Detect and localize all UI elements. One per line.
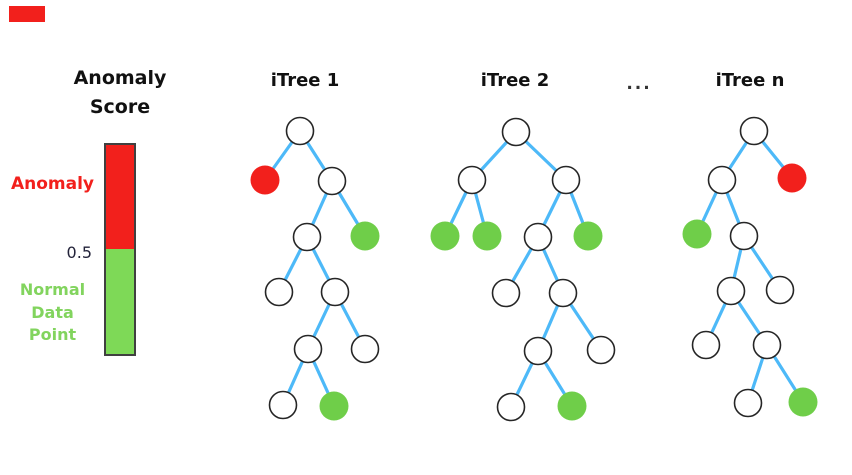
tree-2-node-normal bbox=[557, 391, 587, 421]
tree-1-node-internal bbox=[293, 334, 323, 364]
tree-2-node-internal bbox=[491, 278, 521, 308]
tree-2-node-internal bbox=[586, 335, 616, 365]
normal-label-line3: Point bbox=[28, 325, 77, 344]
tree-3-node-internal bbox=[716, 276, 746, 306]
anomaly-score-bar bbox=[104, 143, 136, 356]
bar-green-segment bbox=[106, 249, 134, 354]
tree-3-node-internal bbox=[765, 275, 795, 305]
tree-3-node-internal bbox=[729, 221, 759, 251]
tree-1-node-internal bbox=[320, 277, 350, 307]
red-corner-rectangle bbox=[9, 6, 45, 22]
legend-title-line1: Anomaly bbox=[73, 67, 167, 89]
bar-red-segment bbox=[106, 145, 134, 249]
tree-2-node-internal bbox=[523, 336, 553, 366]
tree-1-node-internal bbox=[292, 222, 322, 252]
tree-2-node-internal bbox=[496, 392, 526, 422]
tree-3-node-internal bbox=[733, 388, 763, 418]
tree-3-node-normal bbox=[682, 219, 712, 249]
normal-label-line2: Data bbox=[31, 302, 74, 322]
tree-1-node-internal bbox=[268, 390, 298, 420]
trees-ellipsis: ... bbox=[626, 74, 652, 94]
tree-1-node-internal bbox=[317, 166, 347, 196]
threshold-value: 0.5 bbox=[66, 243, 92, 262]
tree-1-node-anomaly bbox=[250, 165, 280, 195]
tree-3-node-internal bbox=[707, 165, 737, 195]
anomaly-label: Anomaly bbox=[10, 174, 95, 194]
tree-2-node-internal bbox=[501, 117, 531, 147]
tree-3-node-internal bbox=[739, 116, 769, 146]
tree-2-node-internal bbox=[457, 165, 487, 195]
tree-2-node-internal bbox=[548, 278, 578, 308]
legend-title-line2: Score bbox=[89, 96, 151, 118]
tree-1-node-internal bbox=[350, 334, 380, 364]
normal-label-line1: Normal bbox=[19, 280, 86, 299]
tree-title-itree-n: iTree n bbox=[715, 70, 785, 91]
tree-2-node-internal bbox=[551, 165, 581, 195]
tree-3-node-internal bbox=[691, 330, 721, 360]
tree-3-node-anomaly bbox=[777, 163, 807, 193]
tree-2-node-normal bbox=[573, 221, 603, 251]
tree-1-node-normal bbox=[319, 391, 349, 421]
tree-title-itree-1: iTree 1 bbox=[270, 70, 340, 91]
tree-3-node-internal bbox=[752, 330, 782, 360]
tree-2-node-normal bbox=[430, 221, 460, 251]
normal-data-point-label: Normal Data Point bbox=[10, 279, 95, 347]
tree-2-node-normal bbox=[472, 221, 502, 251]
tree-1-node-internal bbox=[285, 116, 315, 146]
tree-3-node-normal bbox=[788, 387, 818, 417]
tree-title-itree-2: iTree 2 bbox=[480, 70, 550, 91]
tree-1-node-normal bbox=[350, 221, 380, 251]
tree-1-node-internal bbox=[264, 277, 294, 307]
tree-2-node-internal bbox=[523, 222, 553, 252]
legend-title: Anomaly Score bbox=[40, 64, 200, 122]
